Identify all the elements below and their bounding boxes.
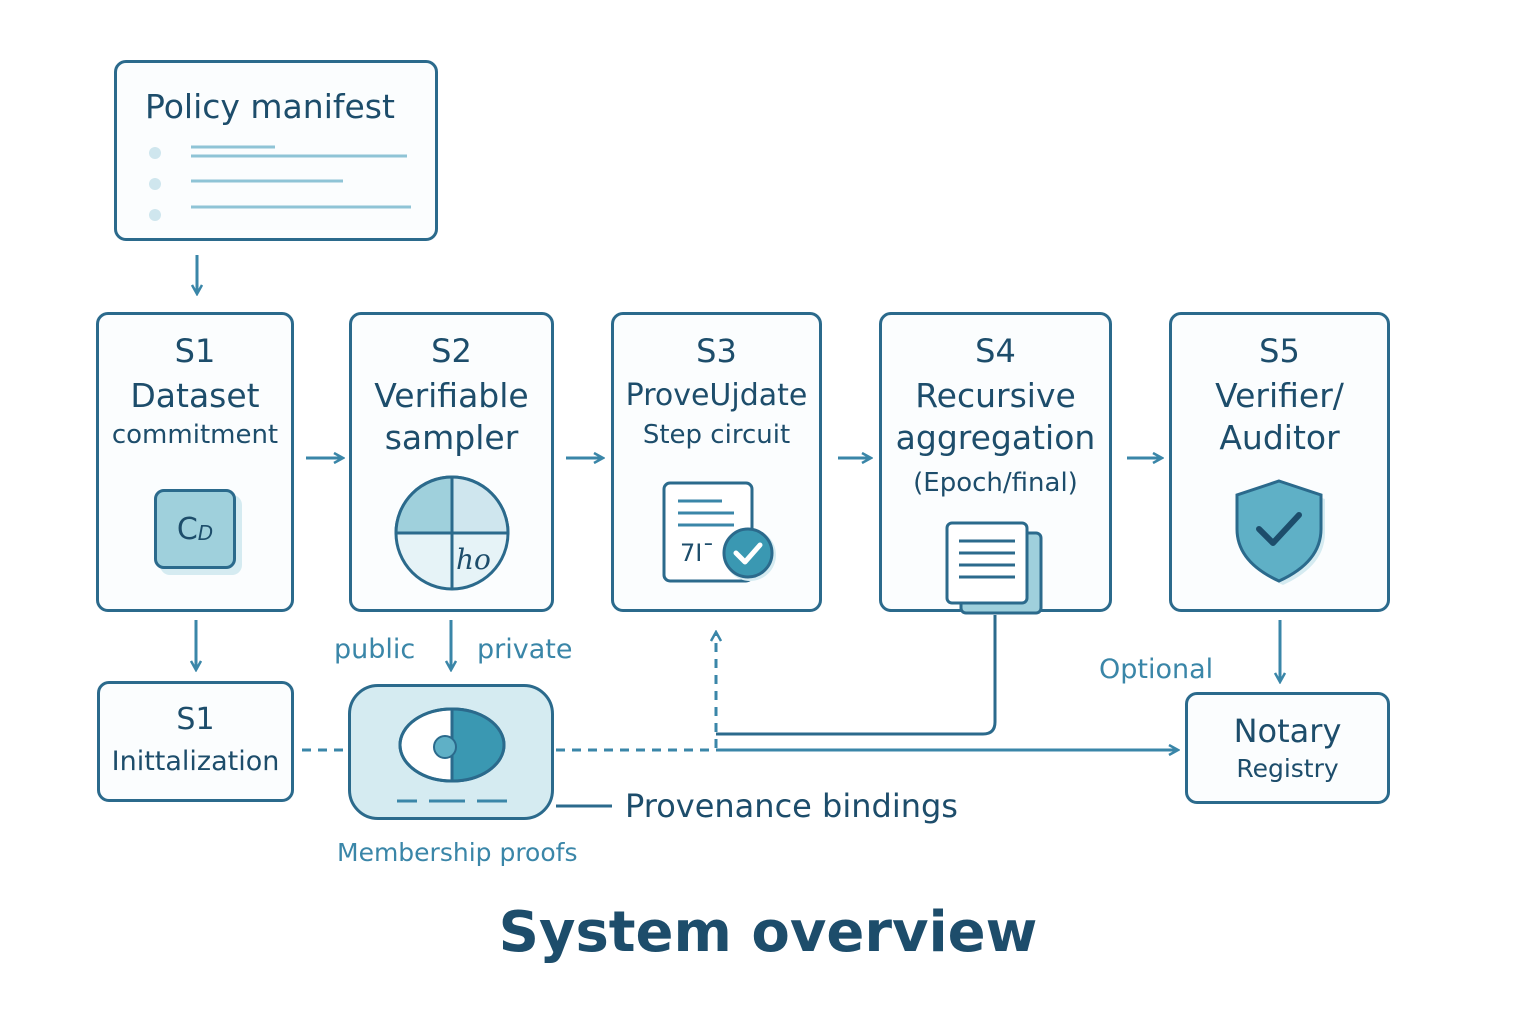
stage-s5-card: S5 Verifier/ Auditor — [1169, 312, 1390, 612]
manifest-list-icon — [149, 145, 411, 221]
stage-s2-card: S2 Verifiable sampler ho — [349, 312, 554, 612]
commitment-icon-sub: D — [197, 521, 214, 545]
policy-manifest-card: Policy manifest — [114, 60, 438, 241]
label-optional: Optional — [1099, 654, 1214, 685]
sampler-pie-icon: ho — [393, 475, 510, 591]
stage-s4-id: S4 — [975, 332, 1016, 370]
notary-title: Notary — [1233, 712, 1342, 750]
label-provenance-bindings: Provenance bindings — [625, 787, 958, 825]
stage-s2-title-line1: Verifiable — [374, 376, 529, 415]
sampler-icon-text: ho — [456, 543, 491, 576]
membership-eye-icon — [397, 707, 507, 803]
membership-proofs-node — [348, 684, 554, 820]
stage-s5-id: S5 — [1259, 332, 1300, 370]
label-public: public — [334, 634, 416, 665]
stage-s4-subtitle: (Epoch/final) — [913, 468, 1078, 498]
initialization-id: S1 — [176, 701, 215, 737]
label-private: private — [477, 634, 573, 665]
stage-s4-title-line1: Recursive — [915, 376, 1076, 415]
stage-s1-id: S1 — [174, 332, 216, 370]
line-s4-down — [716, 615, 997, 736]
shield-check-icon — [1235, 479, 1325, 585]
page-title: System overview — [498, 900, 1038, 965]
step-circuit-icon-text: 7Iˉ — [680, 539, 714, 567]
stage-s3-card: S3 ProveUjdate Step circuit 7Iˉ — [611, 312, 822, 612]
notary-registry-card: Notary Registry — [1185, 692, 1390, 804]
stage-s1-title: Dataset — [130, 376, 260, 415]
step-circuit-doc-icon: 7Iˉ — [662, 481, 776, 583]
manifest-title: Policy manifest — [145, 87, 395, 126]
stage-s2-title-line2: sampler — [384, 418, 519, 457]
stage-s4-card: S4 Recursive aggregation (Epoch/final) — [879, 312, 1112, 615]
stage-s1-subtitle: commitment — [111, 420, 279, 450]
stage-s5-title-line1: Verifier/ — [1215, 376, 1344, 415]
stage-s3-subtitle: Step circuit — [642, 420, 791, 450]
stage-s4-title-line2: aggregation — [895, 418, 1096, 457]
stage-s3-id: S3 — [696, 332, 737, 370]
initialization-card: S1 Inittalization — [97, 681, 294, 802]
stage-s2-id: S2 — [431, 332, 472, 370]
stage-s5-title-line2: Auditor — [1219, 418, 1340, 457]
initialization-title: Inittalization — [111, 745, 280, 777]
notary-subtitle: Registry — [1236, 754, 1339, 783]
commitment-icon-text: C — [176, 511, 198, 547]
stacked-documents-icon — [945, 521, 1042, 615]
stage-s3-title: ProveUjdate — [625, 378, 808, 413]
label-membership-proofs: Membership proofs — [337, 838, 578, 867]
check-badge-icon — [722, 527, 773, 579]
